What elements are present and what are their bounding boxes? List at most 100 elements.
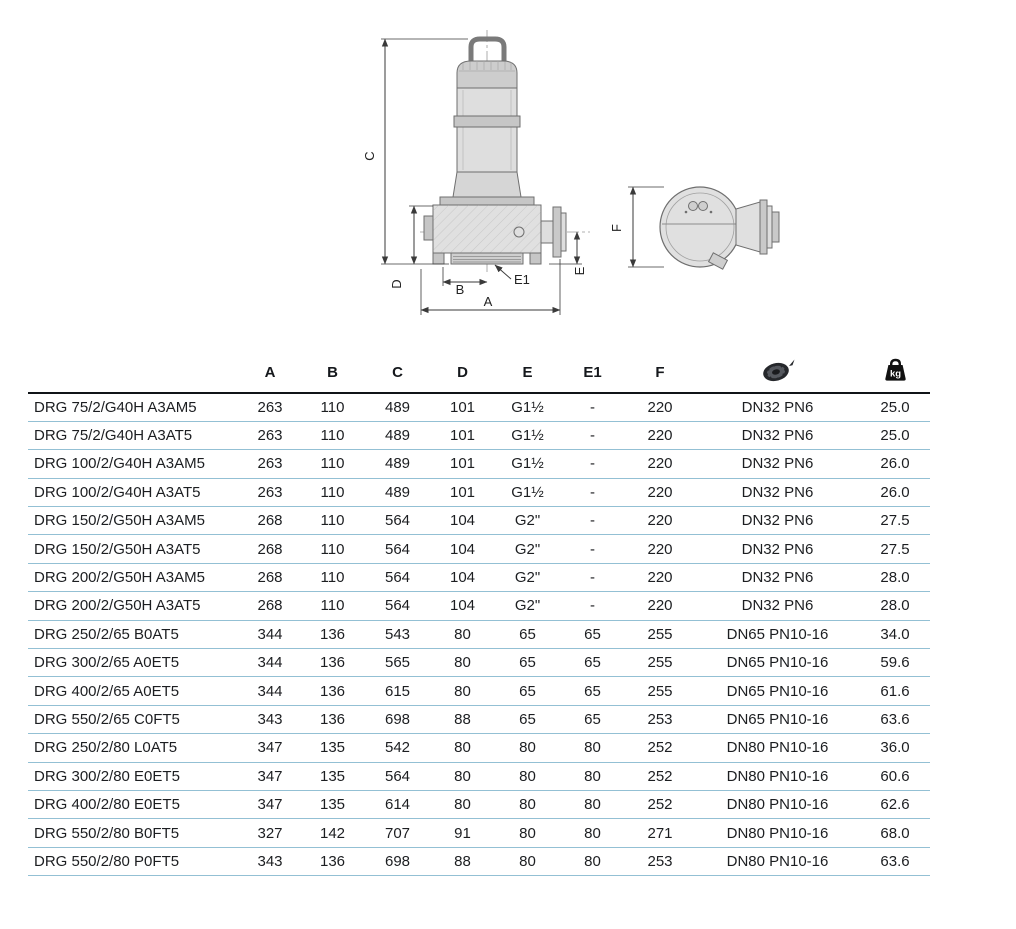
value-cell: G2" [495, 591, 560, 621]
value-cell: 220 [625, 421, 695, 451]
model-cell: DRG 200/2/G50H A3AT5 [28, 591, 240, 621]
value-cell: 65 [495, 648, 560, 678]
value-cell: 110 [300, 563, 365, 593]
value-cell: DN32 PN6 [695, 506, 860, 536]
value-cell: G1½ [495, 449, 560, 479]
dim-label-e: E [572, 266, 587, 275]
value-cell: 252 [625, 790, 695, 820]
value-cell: 220 [625, 506, 695, 536]
dimensions-side [628, 186, 664, 268]
value-cell: 343 [240, 847, 300, 877]
value-cell: 564 [365, 591, 430, 621]
value-cell: 27.5 [860, 534, 930, 564]
model-cell: DRG 300/2/80 E0ET5 [28, 762, 240, 791]
value-cell: 344 [240, 648, 300, 678]
value-cell: 101 [430, 421, 495, 451]
value-cell: 252 [625, 762, 695, 791]
value-cell: 135 [300, 762, 365, 791]
col-header-d: D [430, 352, 495, 394]
value-cell: 80 [560, 762, 625, 791]
cable-gland [688, 201, 698, 211]
value-cell: - [560, 449, 625, 479]
value-cell: 263 [240, 449, 300, 479]
value-cell: 101 [430, 449, 495, 479]
value-cell: 707 [365, 818, 430, 848]
casing-circle [659, 186, 741, 268]
model-cell: DRG 300/2/65 A0ET5 [28, 648, 240, 678]
value-cell: 564 [365, 534, 430, 564]
discharge-flange-plate [552, 206, 562, 258]
value-cell: 27.5 [860, 506, 930, 536]
value-cell: 104 [430, 506, 495, 536]
model-cell: DRG 75/2/G40H A3AT5 [28, 421, 240, 451]
value-cell: 698 [365, 847, 430, 877]
value-cell: 255 [625, 676, 695, 706]
value-cell: DN80 PN10-16 [695, 762, 860, 791]
value-cell: 344 [240, 676, 300, 706]
value-cell: 63.6 [860, 705, 930, 735]
value-cell: 60.6 [860, 762, 930, 791]
value-cell: 80 [495, 818, 560, 848]
pump-front-view [423, 36, 567, 265]
col-header-b: B [300, 352, 365, 394]
value-cell: 347 [240, 762, 300, 791]
dim-label-c: C [362, 151, 377, 160]
value-cell: 110 [300, 591, 365, 621]
value-cell: DN32 PN6 [695, 393, 860, 422]
value-cell: 136 [300, 648, 365, 678]
value-cell: DN32 PN6 [695, 534, 860, 564]
value-cell: DN32 PN6 [695, 449, 860, 479]
value-cell: 220 [625, 478, 695, 508]
value-cell: 489 [365, 478, 430, 508]
value-cell: - [560, 534, 625, 564]
value-cell: G1½ [495, 393, 560, 422]
value-cell: 104 [430, 563, 495, 593]
value-cell: DN80 PN10-16 [695, 733, 860, 763]
pump-clamp-band [453, 115, 521, 128]
value-cell: 80 [560, 847, 625, 877]
dim-label-b: B [456, 282, 465, 297]
value-cell: 136 [300, 705, 365, 735]
side-discharge [735, 201, 761, 253]
model-cell: DRG 550/2/80 B0FT5 [28, 818, 240, 848]
value-cell: 88 [430, 705, 495, 735]
value-cell: 26.0 [860, 478, 930, 508]
svg-text:kg: kg [889, 368, 900, 379]
value-cell: 65 [495, 676, 560, 706]
value-cell: 80 [430, 733, 495, 763]
dimension-labels-front: C D B A E1 E [362, 151, 587, 309]
value-cell: 110 [300, 478, 365, 508]
value-cell: 344 [240, 620, 300, 650]
value-cell: 489 [365, 449, 430, 479]
drain-plug [513, 226, 525, 238]
value-cell: 268 [240, 506, 300, 536]
value-cell: DN32 PN6 [695, 591, 860, 621]
value-cell: 268 [240, 534, 300, 564]
model-cell: DRG 200/2/G50H A3AM5 [28, 563, 240, 593]
value-cell: 110 [300, 393, 365, 422]
value-cell: 253 [625, 705, 695, 735]
value-cell: 80 [560, 733, 625, 763]
model-cell: DRG 75/2/G40H A3AM5 [28, 393, 240, 422]
value-cell: 220 [625, 534, 695, 564]
value-cell: 252 [625, 733, 695, 763]
value-cell: 142 [300, 818, 365, 848]
value-cell: - [560, 393, 625, 422]
value-cell: DN65 PN10-16 [695, 705, 860, 735]
value-cell: G1½ [495, 478, 560, 508]
value-cell: DN32 PN6 [695, 478, 860, 508]
pump-technical-drawing: C D B A E1 E F [362, 30, 780, 315]
foot-right [529, 252, 542, 265]
col-header-f: F [625, 352, 695, 394]
value-cell: 80 [560, 818, 625, 848]
value-cell: 65 [560, 648, 625, 678]
value-cell: 25.0 [860, 421, 930, 451]
model-cell: DRG 400/2/65 A0ET5 [28, 676, 240, 706]
value-cell: 28.0 [860, 591, 930, 621]
